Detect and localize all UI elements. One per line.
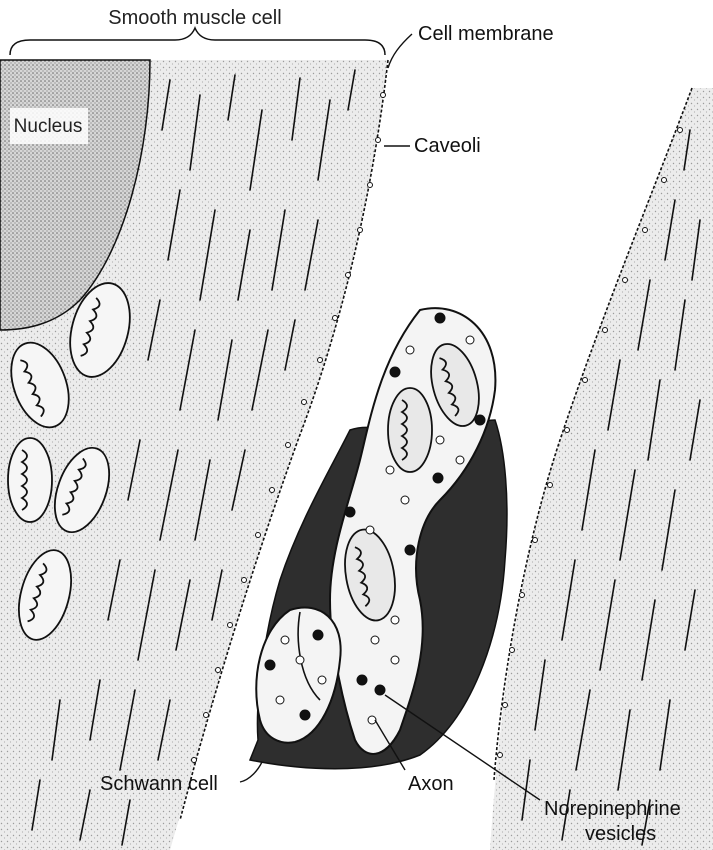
label-smooth-muscle-cell: Smooth muscle cell xyxy=(108,7,281,29)
label-caveoli: Caveoli xyxy=(414,135,481,157)
right-muscle-cell xyxy=(490,88,713,850)
label-axon: Axon xyxy=(408,773,454,795)
muscle-cell-brace xyxy=(10,28,385,55)
label-cell-membrane: Cell membrane xyxy=(418,23,554,45)
label-vesicles: vesicles xyxy=(585,823,656,845)
label-norepinephrine: Norepinephrine xyxy=(544,798,681,820)
leader-cell-membrane xyxy=(388,34,412,68)
label-schwann-cell: Schwann cell xyxy=(100,773,218,795)
leader-schwann-cell xyxy=(240,762,262,782)
mitochondrion xyxy=(8,438,52,522)
label-nucleus: Nucleus xyxy=(14,116,83,137)
